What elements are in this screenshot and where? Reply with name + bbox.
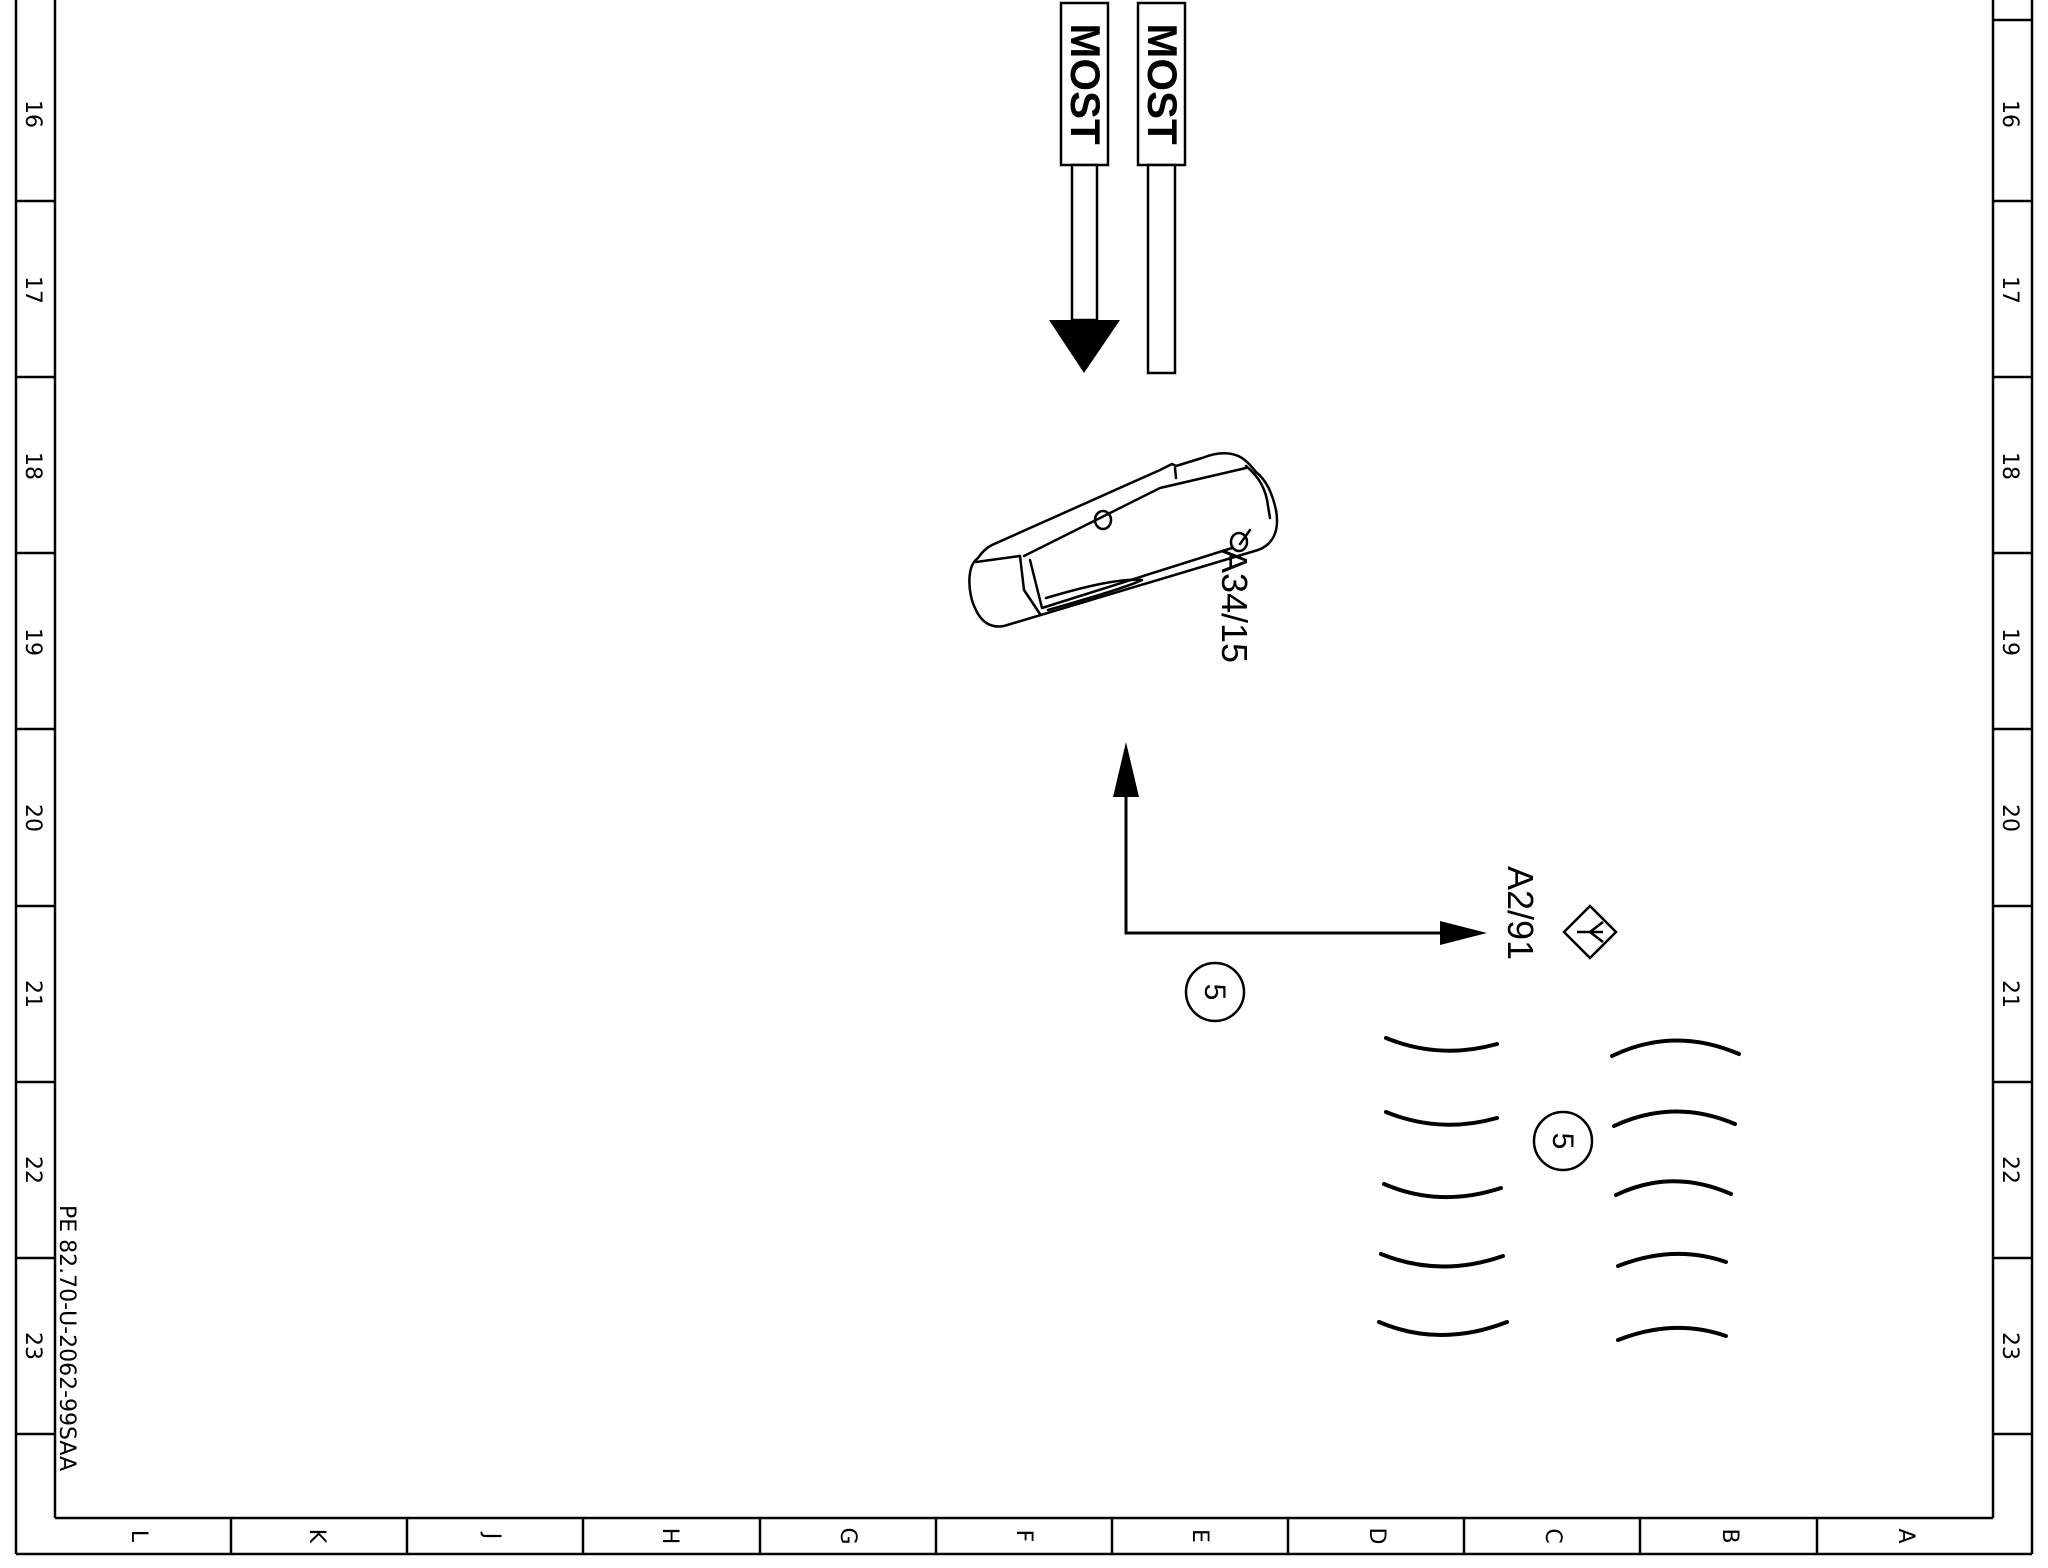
column-label: L	[126, 1530, 151, 1543]
row-label: 22	[1997, 1156, 2022, 1184]
row-label: 20	[1997, 804, 2022, 832]
document-id: PE 82.70-U-2062-99SAA	[54, 1205, 79, 1471]
row-labels-left: 16 17 18 19 20 21 22 23	[20, 100, 45, 1360]
column-label: K	[304, 1529, 329, 1544]
row-label: 17	[20, 276, 45, 304]
row-label: 23	[1997, 1332, 2022, 1360]
column-label: G	[835, 1527, 860, 1544]
column-label: H	[657, 1528, 682, 1545]
row-label: 23	[20, 1332, 45, 1360]
row-label: 16	[20, 100, 45, 128]
column-ticks	[229, 1518, 1819, 1554]
row-label: 19	[20, 628, 45, 656]
antenna-label: A2/91	[1500, 866, 1541, 960]
row-label: 18	[1997, 452, 2022, 480]
module-a34-15-icon	[968, 451, 1279, 628]
row-label: 19	[1997, 628, 2022, 656]
most-connector-right: MOST	[1136, 1, 1187, 375]
most-label-right: MOST	[1139, 23, 1186, 145]
column-label: B	[1717, 1528, 1742, 1543]
drawing-frame	[14, 0, 2034, 1556]
row-label: 17	[1997, 276, 2022, 304]
column-label: C	[1540, 1528, 1565, 1543]
column-labels: L K J H G F E D C B A	[126, 1527, 1918, 1544]
radio-waves-icon	[1377, 1036, 1741, 1342]
svg-text:5: 5	[1198, 984, 1231, 1001]
row-label: 21	[1997, 980, 2022, 1008]
reference-circle: 5	[1532, 1110, 1594, 1172]
arrow-right-icon	[1440, 921, 1487, 945]
row-label: 16	[1997, 100, 2022, 128]
signal-path	[1113, 742, 1487, 945]
row-label: 21	[20, 980, 45, 1008]
svg-text:5: 5	[1546, 1133, 1579, 1150]
column-label: J	[479, 1531, 504, 1540]
row-ticks	[16, 18, 2032, 1436]
column-label: E	[1187, 1529, 1212, 1543]
antenna-a2-91: A2/91	[1500, 866, 1618, 960]
column-label: D	[1364, 1528, 1389, 1545]
column-label: F	[1011, 1530, 1036, 1543]
most-connector-left: MOST	[1049, 1, 1120, 373]
row-labels-right: 16 17 18 19 20 21 22 23	[1997, 100, 2022, 1360]
antenna-symbol-icon	[1577, 921, 1604, 943]
column-label: A	[1893, 1528, 1918, 1543]
most-label-left: MOST	[1062, 23, 1109, 145]
arrow-down-icon	[1049, 320, 1120, 373]
row-label: 18	[20, 452, 45, 480]
row-label: 20	[20, 804, 45, 832]
reference-circle: 5	[1184, 961, 1246, 1023]
module-label: A34/15	[1214, 549, 1255, 663]
row-label: 22	[20, 1156, 45, 1184]
arrow-up-icon	[1113, 742, 1139, 797]
